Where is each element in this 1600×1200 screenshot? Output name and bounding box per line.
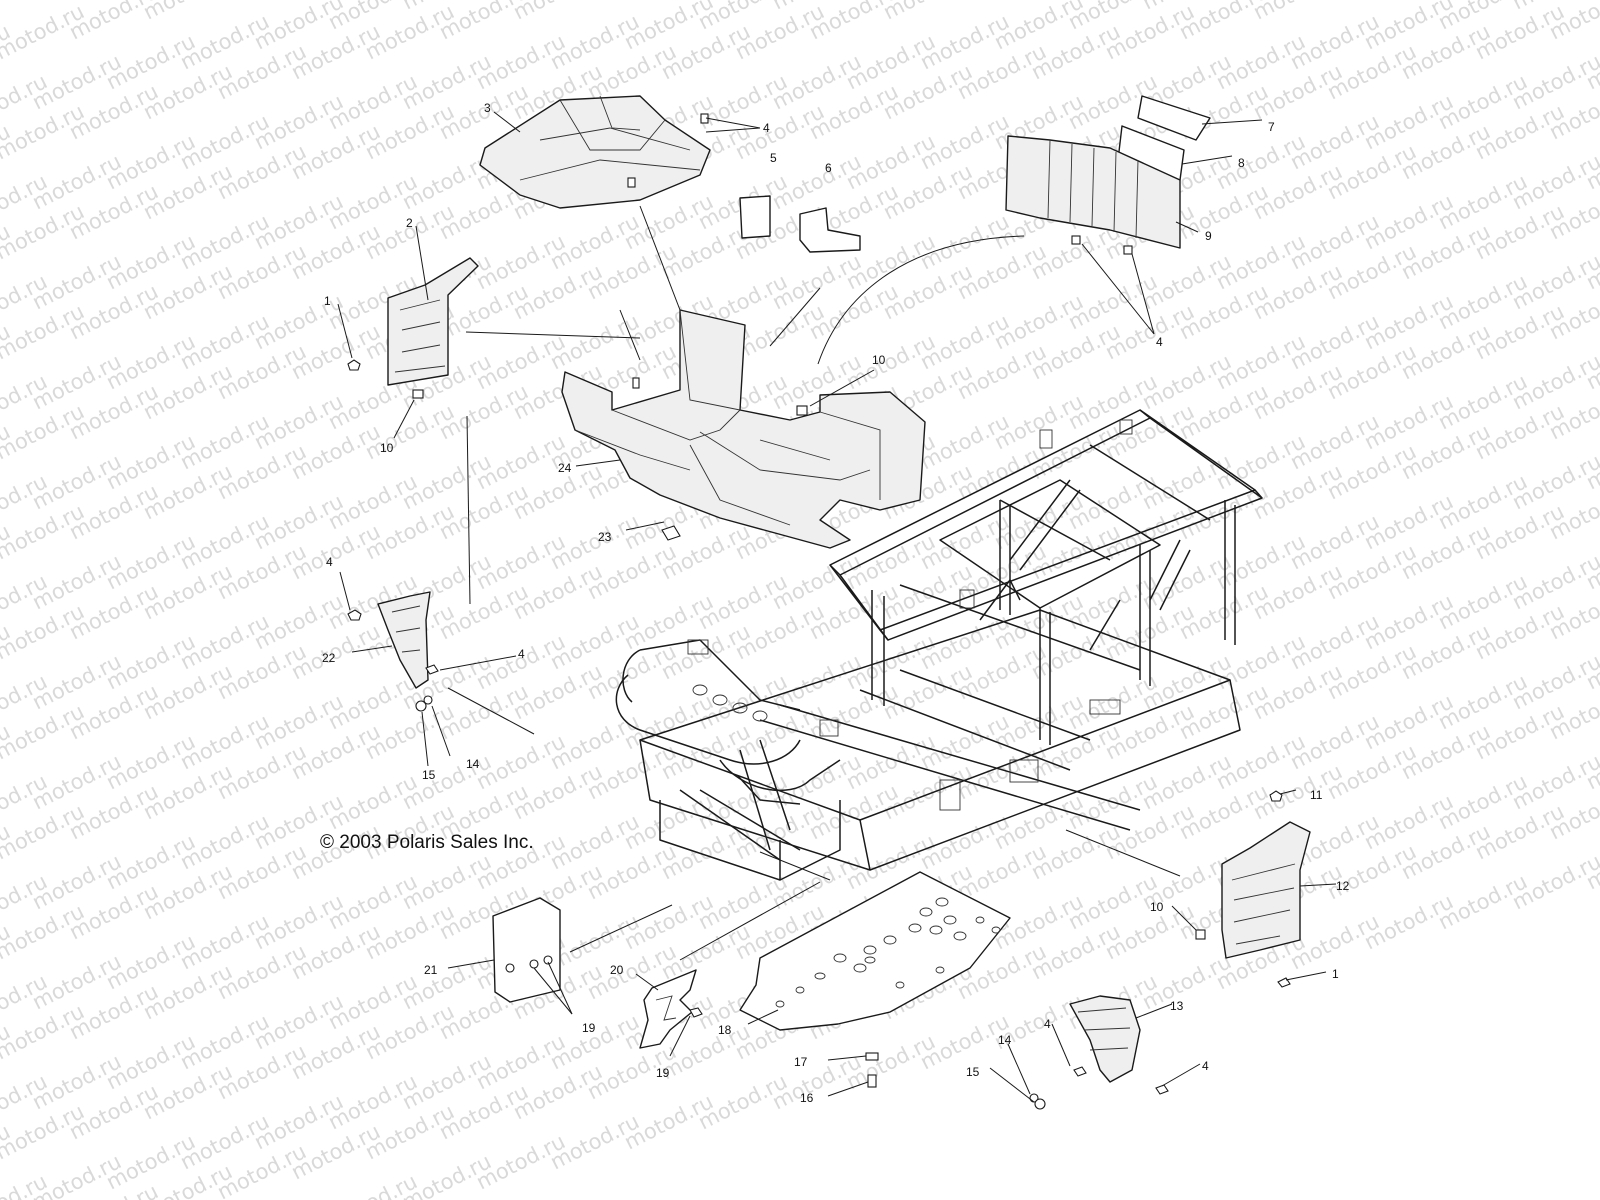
callout-2: 2 <box>406 216 413 230</box>
assembly-lines <box>447 205 1181 961</box>
callout-1: 1 <box>1332 967 1339 981</box>
callout-14: 14 <box>466 757 480 771</box>
part-13-lower-guard <box>1069 995 1141 1083</box>
callout-24: 24 <box>558 461 572 475</box>
callout-leaders <box>337 111 1337 1103</box>
watermark-text: motod.ru <box>1323 0 1420 4</box>
callout-10: 10 <box>380 441 394 455</box>
part-12-side-panel <box>1221 821 1311 959</box>
callout-4: 4 <box>518 647 525 661</box>
callout-13: 13 <box>1170 999 1184 1013</box>
callout-10: 10 <box>1150 900 1164 914</box>
callout-15: 15 <box>422 768 436 782</box>
watermark-text: motod.ru <box>879 0 976 24</box>
callout-3: 3 <box>484 101 491 115</box>
part-5-decal <box>739 195 771 239</box>
callout-10: 10 <box>872 353 886 367</box>
callout-4: 4 <box>763 121 770 135</box>
callout-19: 19 <box>656 1066 670 1080</box>
watermark-text: motod.ru <box>1249 0 1346 24</box>
part-24-floor-tub <box>561 309 926 549</box>
watermark-text: motod.ru <box>953 0 1050 4</box>
part-6-decal <box>799 207 861 253</box>
callout-18: 18 <box>718 1023 732 1037</box>
callout-1: 1 <box>324 294 331 308</box>
callout-8: 8 <box>1238 156 1245 170</box>
copyright-notice: © 2003 Polaris Sales Inc. <box>320 832 534 853</box>
part-18-skid-plate <box>739 871 1011 1031</box>
callout-15: 15 <box>966 1065 980 1079</box>
callout-17: 17 <box>794 1055 808 1069</box>
callout-12: 12 <box>1336 879 1350 893</box>
watermark-text: motod.ru <box>509 0 606 24</box>
part-22-lower-guard <box>377 591 431 689</box>
part-21-front-panel <box>492 897 561 1003</box>
callout-4: 4 <box>1044 1017 1051 1031</box>
callout-19: 19 <box>582 1021 596 1035</box>
callout-6: 6 <box>825 161 832 175</box>
main-frame <box>615 409 1263 881</box>
callout-14: 14 <box>998 1033 1012 1047</box>
callout-21: 21 <box>424 963 438 977</box>
callout-labels: 1 2 3 4 5 6 7 8 9 4 10 10 24 23 4 22 4 1… <box>322 101 1350 1105</box>
callout-9: 9 <box>1205 229 1212 243</box>
callout-4: 4 <box>326 555 333 569</box>
callout-20: 20 <box>610 963 624 977</box>
callout-11: 11 <box>1310 788 1323 802</box>
watermark-text: motod.ru <box>0 0 51 14</box>
watermark-text: motod.ru <box>583 0 680 4</box>
part-3-rear-floor-panel <box>479 95 711 209</box>
callout-4: 4 <box>1202 1059 1209 1073</box>
callout-23: 23 <box>598 530 612 544</box>
callout-5: 5 <box>770 151 777 165</box>
watermark-text: motod.ru <box>139 0 236 24</box>
watermark-text: motod.ru <box>213 0 310 4</box>
callout-16: 16 <box>800 1091 814 1105</box>
callout-4: 4 <box>1156 335 1163 349</box>
part-9-rear-panel <box>1005 135 1181 249</box>
part-7-decal <box>1137 95 1211 141</box>
callout-22: 22 <box>322 651 336 665</box>
part-2-side-panel <box>387 257 479 399</box>
part-20-guard-plate <box>639 969 697 1049</box>
callout-7: 7 <box>1268 120 1275 134</box>
